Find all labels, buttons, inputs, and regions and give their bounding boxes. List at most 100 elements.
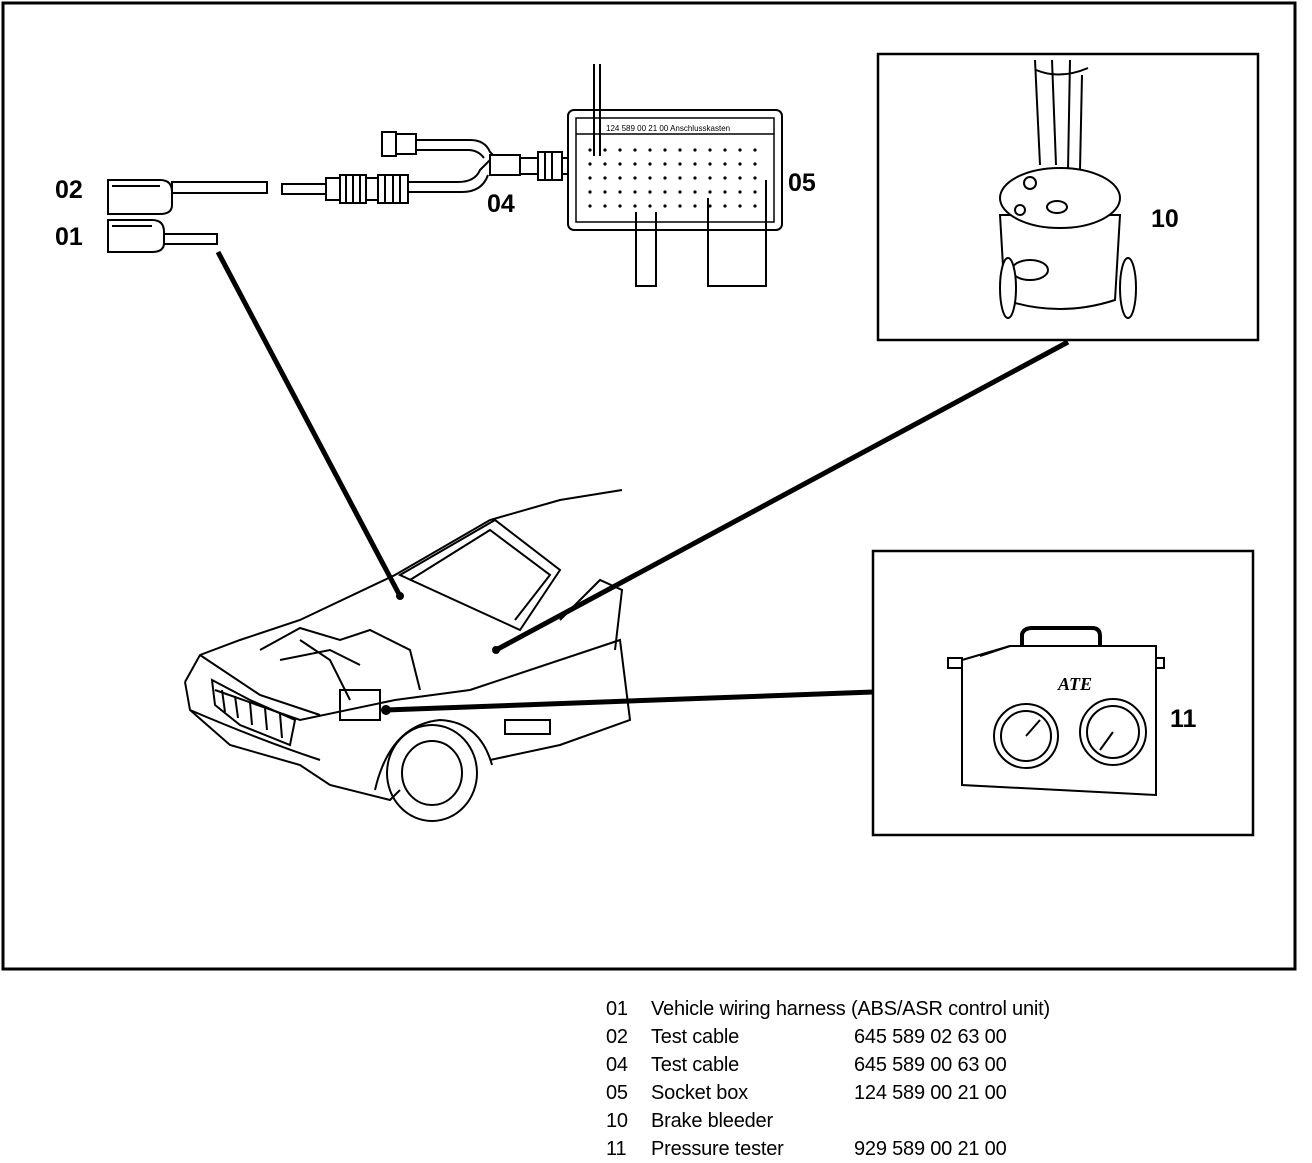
leader-point-pressure [381,705,391,715]
socket-pin [708,148,712,152]
leader-point-harness [396,592,404,600]
socket-pin [693,162,697,166]
socket-pin [738,204,742,208]
socket-pin [618,204,622,208]
callout-10: 10 [1151,205,1179,233]
socket-pin [753,190,757,194]
socket-pin [663,176,667,180]
socket-pin [588,162,592,166]
legend-number: 02 [606,1026,628,1048]
socket-pin [648,176,652,180]
callout-04: 04 [487,190,515,218]
socket-pin [648,190,652,194]
socket-pin [753,204,757,208]
figure-frame [1,1,1297,971]
socket-pin [603,162,607,166]
socket-box-header-text: 124 589 00 21 00 Anschlusskasten [606,124,730,133]
socket-pin [723,162,727,166]
callout-11: 11 [1170,705,1197,733]
test-cable-04 [381,131,573,193]
callout-02: 02 [55,176,83,204]
socket-pin [678,162,682,166]
legend-description: Pressure tester [651,1138,784,1160]
socket-pin [693,190,697,194]
socket-pin [708,204,712,208]
socket-pin [678,190,682,194]
socket-pin [663,190,667,194]
socket-pin [753,162,757,166]
socket-pin [678,176,682,180]
legend-row: 01 Vehicle wiring harness (ABS/ASR contro… [606,995,1246,1023]
vehicle-illustration [184,489,632,822]
socket-pin [738,190,742,194]
socket-pin [618,190,622,194]
socket-pin [633,190,637,194]
socket-pin [708,176,712,180]
socket-pin [603,204,607,208]
legend-description: Brake bleeder [651,1110,773,1132]
socket-pin [678,204,682,208]
socket-pin [603,176,607,180]
legend-number: 04 [606,1054,628,1076]
socket-pin [588,176,592,180]
socket-pin [588,148,592,152]
socket-pin [723,190,727,194]
socket-pin [738,148,742,152]
socket-box-05 [567,64,783,287]
socket-pin [693,204,697,208]
socket-pin [708,162,712,166]
legend-description: Test cable [651,1026,740,1048]
brake-bleeder-10 [998,59,1137,319]
callout-01: 01 [55,223,83,251]
vehicle-wiring-harness-01 [107,219,218,253]
socket-pin [678,148,682,152]
socket-pin [723,176,727,180]
legend-description: Test cable [651,1054,740,1076]
socket-pin [663,204,667,208]
socket-box-pins [588,148,757,208]
parts-legend: 01 Vehicle wiring harness (ABS/ASR contro… [606,995,1246,1163]
legend-number: 01 [606,998,628,1020]
diagram-figure: 124 589 00 21 00 Anschlusskasten 02 01 0… [1,1,1297,971]
legend-part-number: 645 589 02 63 00 [854,1026,1007,1048]
legend-part-number: 645 589 00 63 00 [854,1054,1007,1076]
legend-number: 11 [606,1138,627,1160]
socket-pin [603,148,607,152]
socket-pin [753,148,757,152]
test-cable-02 [107,174,409,215]
socket-pin [738,162,742,166]
legend-description: Vehicle wiring harness (ABS/ASR control … [651,998,1050,1020]
socket-pin [708,190,712,194]
leader-lines [215,250,1070,713]
socket-pin [588,190,592,194]
legend-row: 10 Brake bleeder [606,1107,1246,1135]
leader-point-bleeder [492,646,500,654]
socket-pin [633,204,637,208]
pressure-tester-11 [947,626,1165,797]
socket-pin [588,204,592,208]
legend-row: 11 Pressure tester 929 589 00 21 00 [606,1135,1246,1163]
legend-number: 10 [606,1110,628,1132]
socket-pin [663,162,667,166]
socket-pin [618,176,622,180]
socket-pin [603,190,607,194]
socket-pin [648,162,652,166]
legend-part-number: 124 589 00 21 00 [854,1082,1007,1104]
socket-pin [723,204,727,208]
socket-pin [723,148,727,152]
legend-number: 05 [606,1082,628,1104]
socket-pin [738,176,742,180]
socket-pin [693,148,697,152]
socket-pin [633,162,637,166]
socket-pin [693,176,697,180]
legend-row: 02 Test cable 645 589 02 63 00 [606,1023,1246,1051]
socket-pin [753,176,757,180]
legend-description: Socket box [651,1082,748,1104]
callout-05: 05 [788,169,816,197]
socket-pin [663,148,667,152]
socket-pin [648,204,652,208]
pressure-tester-logo: ATE [1057,674,1092,694]
legend-part-number: 929 589 00 21 00 [854,1138,1007,1160]
legend-row: 05 Socket box 124 589 00 21 00 [606,1079,1246,1107]
socket-pin [618,162,622,166]
